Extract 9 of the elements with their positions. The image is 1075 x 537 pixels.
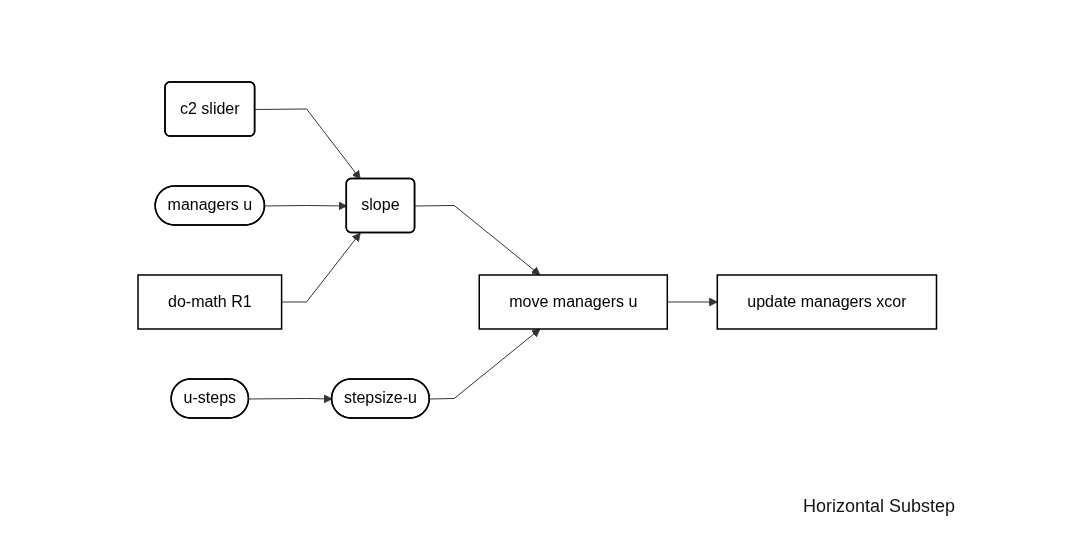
node-box: do-math R1 <box>137 274 283 330</box>
arrow <box>414 205 541 276</box>
arrow <box>281 232 361 303</box>
node-box: move managers u <box>478 274 669 330</box>
node-box: update managers xcor <box>716 274 938 330</box>
arrow <box>429 328 541 400</box>
arrow <box>254 108 361 180</box>
arrow <box>667 297 718 307</box>
diagram-label: Horizontal Substep <box>802 496 955 517</box>
